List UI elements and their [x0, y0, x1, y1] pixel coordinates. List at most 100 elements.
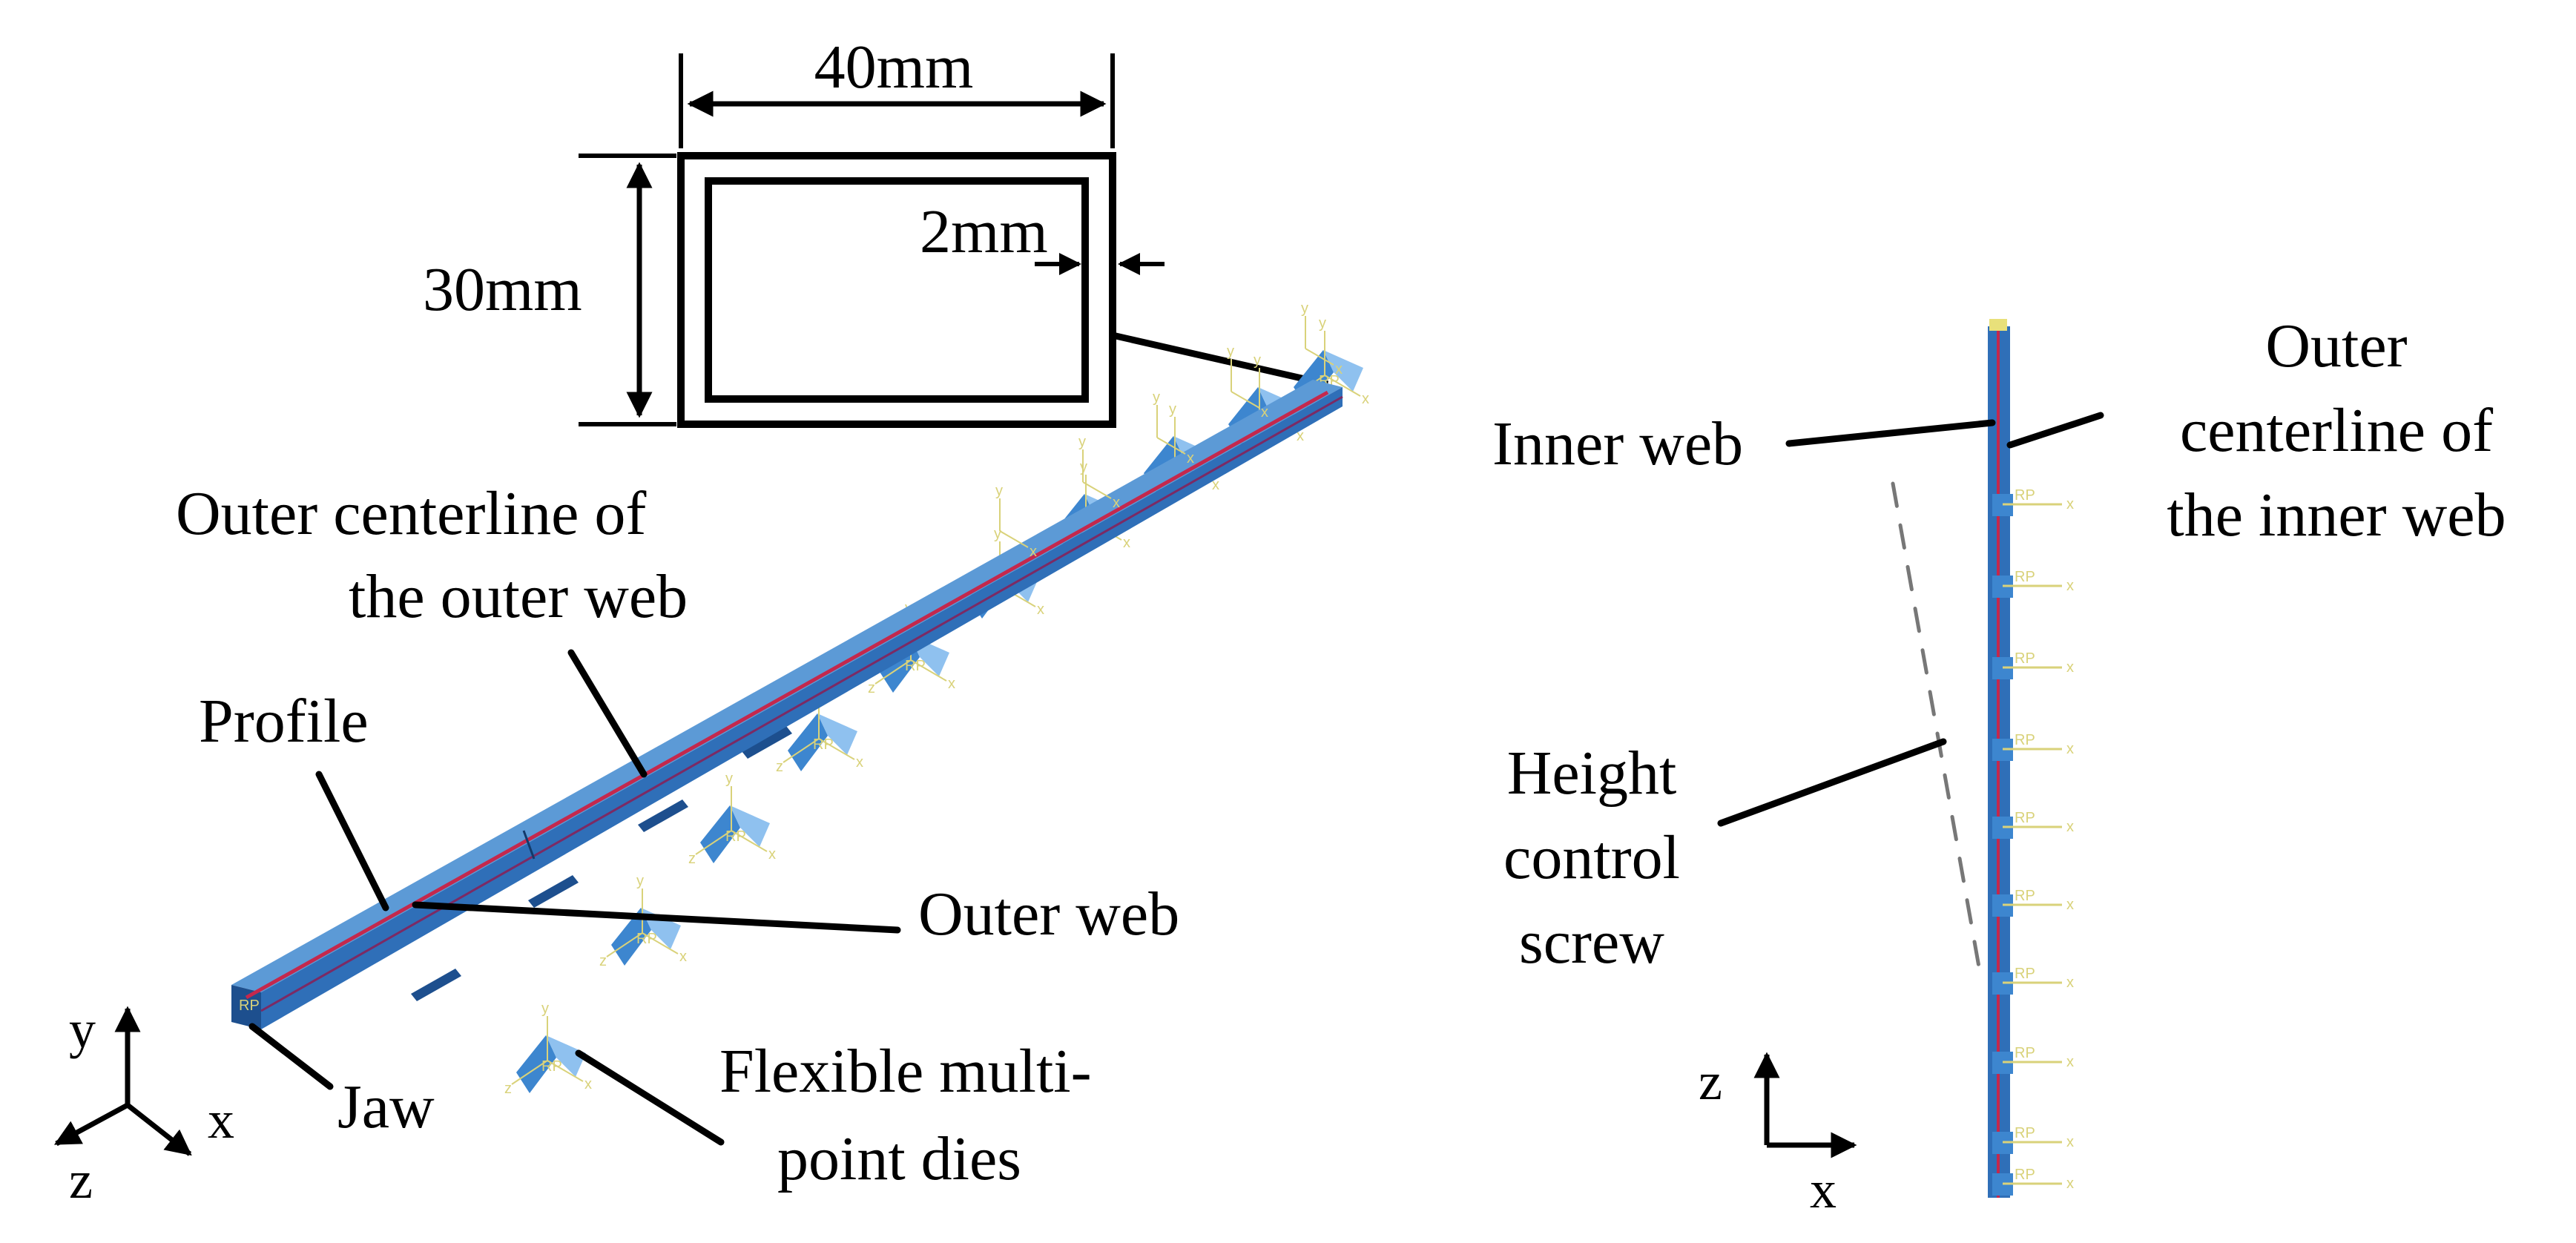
- jaw-leader: [248, 1023, 334, 1090]
- profile-triad-x-label: x: [1261, 404, 1268, 421]
- screw-label-line3: screw: [1519, 908, 1664, 977]
- right-axis-triad: z x: [1699, 1052, 1857, 1219]
- right-rp-marker: RP: [2015, 732, 2035, 748]
- right-triad-x-label: x: [2066, 819, 2074, 835]
- die-face-light: [817, 713, 857, 755]
- die-triad-x-label: x: [1123, 535, 1130, 551]
- right-rp-marker: RP: [2015, 966, 2035, 982]
- right-triad-x-label: x: [2066, 578, 2074, 594]
- right-triad-x-label: x: [2066, 741, 2074, 757]
- inner-centerline-label-line3: the inner web: [2167, 481, 2506, 550]
- screw-dash: [1957, 857, 1966, 883]
- die-face-dark: [611, 908, 651, 966]
- left-3d-view: yxzRPyxzRPyxzRPyxzRPyxzRPyxzRPyxzRPyxzRP…: [53, 300, 1369, 1210]
- right-rp-marker: RP: [2015, 1167, 2035, 1183]
- left-axis-z-arrow: [53, 1102, 129, 1147]
- inner-centerline-label-line2: centerline of: [2180, 396, 2493, 465]
- inner-section-outline: [705, 177, 1089, 403]
- profile-triad-5: yx: [995, 483, 1037, 560]
- profile-label: Profile: [199, 687, 369, 756]
- die-triad-z: [874, 659, 912, 685]
- right-die-2: xRP: [1992, 569, 2074, 598]
- outer-section-outline: [677, 152, 1116, 428]
- inner-web-label: Inner web: [1492, 409, 1743, 478]
- profile-top-cap: [1989, 319, 2007, 331]
- right-triad-x-label: x: [2066, 1176, 2074, 1192]
- rp-marker-jaw: RP: [239, 998, 260, 1014]
- die-triad-x-label: x: [1037, 601, 1044, 618]
- screw-dash: [1905, 564, 1914, 592]
- right-triad-x-label: x: [2066, 496, 2074, 512]
- die-rp-marker: RP: [541, 1058, 562, 1075]
- right-die-4: x RP: [1992, 732, 2074, 761]
- profile-triad-x: [1231, 391, 1260, 409]
- die-triad-x: [547, 1060, 584, 1082]
- screw-dash: [1965, 898, 1973, 925]
- profile-triad-1: yx: [1301, 300, 1343, 377]
- outer-centerline-label-line1: Outer centerline of: [176, 479, 646, 548]
- die-triad-x: [642, 932, 679, 954]
- die-face-light: [1323, 350, 1363, 392]
- die-triad-x-label: x: [1212, 477, 1219, 493]
- screw-dash: [1928, 690, 1936, 716]
- profile-top-face: [231, 380, 1343, 992]
- right-rp-marker: RP: [2015, 810, 2035, 826]
- profile-triad-x-label: x: [1335, 361, 1343, 377]
- profile-triad-x-label: x: [1187, 450, 1194, 466]
- profile-triad-x: [999, 530, 1029, 548]
- right-die-9: xRP: [1992, 1125, 2074, 1154]
- die-triad-z-label: z: [504, 1081, 512, 1097]
- die-group: yxzRPyxzRPyxzRPyxzRPyxzRPyxzRPyxzRPyxzRP…: [411, 315, 1369, 1097]
- die-face-light: [546, 1035, 586, 1077]
- outer-web-plate-3: [638, 799, 688, 832]
- right-die-3: xRP: [1992, 650, 2074, 679]
- profile-side-face: [231, 985, 261, 1029]
- height-control-screw: [1891, 481, 1980, 966]
- die-triad-y-label: y: [541, 1000, 549, 1017]
- die-rp-marker: RP: [725, 828, 746, 845]
- die-triad-z-label: z: [688, 851, 696, 867]
- inner-centerline-label-line1: Outer: [2265, 311, 2407, 380]
- screw-label-line1: Height: [1507, 739, 1677, 808]
- die-rp-marker: RP: [636, 931, 657, 947]
- screw-dash: [1913, 607, 1921, 633]
- die-triad-x-label: x: [768, 846, 776, 863]
- profile-front-face: [261, 387, 1343, 1029]
- profile-triad-3: yx: [1153, 389, 1194, 466]
- profile-triad-x: [1156, 437, 1186, 455]
- right-rp-marker: RP: [2015, 1045, 2035, 1061]
- right-rp-marker: RP: [2015, 888, 2035, 904]
- profile-triad-2: yx: [1227, 343, 1268, 421]
- right-axis-x-label: x: [1810, 1160, 1837, 1219]
- left-axis-triad: y x z: [53, 1000, 234, 1210]
- die-triad-y-label: y: [636, 873, 644, 889]
- right-rp-marker: RP: [2015, 1125, 2035, 1141]
- die-rp-marker: RP: [813, 736, 834, 753]
- outer-web-leader: [412, 901, 901, 934]
- outer-web-plate-2: [528, 875, 579, 908]
- die-triad-z-label: z: [868, 680, 875, 696]
- die-triad-z: [511, 1060, 548, 1085]
- jaw-label: Jaw: [337, 1072, 435, 1141]
- dies-leader: [575, 1049, 725, 1146]
- width-label: 40mm: [814, 33, 974, 102]
- height-label: 30mm: [423, 255, 582, 324]
- die-triad-z: [783, 738, 820, 763]
- screw-dash: [1891, 481, 1899, 508]
- right-die-8: x RP: [1992, 1045, 2074, 1074]
- screw-dash: [1950, 814, 1958, 842]
- die-triad-z-label: z: [776, 759, 783, 775]
- die-triad-y-label: y: [994, 526, 1001, 542]
- left-axis-x-label: x: [208, 1090, 234, 1150]
- die-triad-x-label: x: [1297, 428, 1304, 444]
- profile-triad-4: yx: [1078, 434, 1120, 511]
- profile-seam: [522, 830, 536, 860]
- profile-triad-y-label: y: [1301, 300, 1308, 317]
- left-axis-x-arrow: [125, 1103, 192, 1156]
- right-triad-x-label: x: [2066, 1054, 2074, 1070]
- profile-triad-y-label: y: [1227, 343, 1234, 360]
- die-triad-x: [818, 738, 855, 760]
